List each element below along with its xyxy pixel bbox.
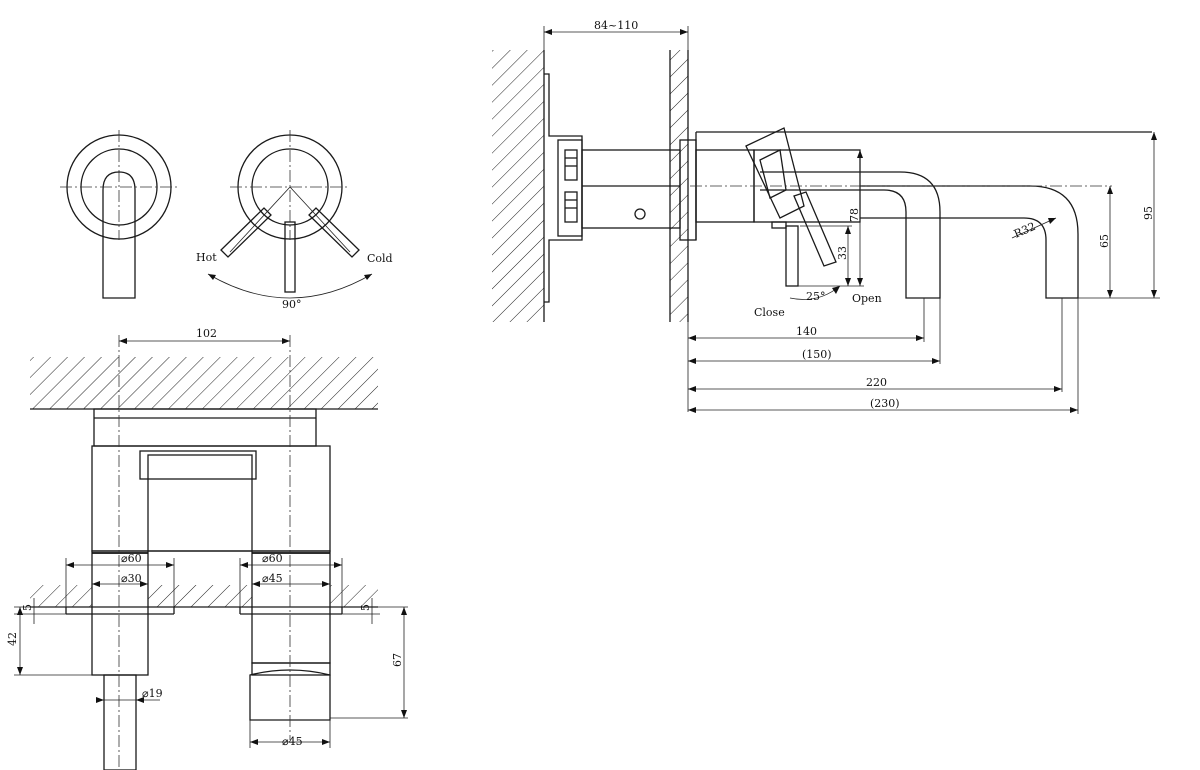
angle-label: 25°	[806, 290, 826, 303]
d60-left-label: ⌀60	[121, 552, 142, 565]
dim-42-label: 42	[6, 632, 19, 646]
dim-5-left-label: 5	[21, 604, 34, 611]
d19-label: ⌀19	[142, 687, 163, 700]
dim-150-label: (150)	[802, 348, 832, 361]
dim-67-label: 67	[391, 653, 404, 667]
open-label: Open	[852, 292, 882, 305]
dim-5-right-label: 5	[359, 604, 372, 611]
d45-top-label: ⌀45	[262, 572, 283, 585]
front-view-handle: Hot Cold 90°	[196, 130, 393, 311]
radius-label: R32	[1012, 220, 1038, 241]
dim-220-label: 220	[866, 376, 887, 389]
close-label: Close	[754, 306, 785, 319]
rotation-label: 90°	[282, 298, 302, 311]
wall-depth-label: 84~110	[594, 19, 638, 32]
cold-label: Cold	[367, 252, 393, 265]
plan-view: 102 ⌀60 ⌀30 ⌀60 ⌀45 ⌀19 ⌀45	[6, 327, 408, 770]
dim-78-label: 78	[848, 208, 861, 222]
dim-95-label: 95	[1142, 206, 1155, 220]
spacing-label: 102	[196, 327, 217, 340]
side-view: 84~110 78 33 65 95 R32 25° Close Open	[492, 19, 1160, 414]
dim-230-label: (230)	[870, 397, 900, 410]
dim-140-label: 140	[796, 325, 817, 338]
d45-bottom-label: ⌀45	[282, 735, 303, 748]
dim-33-label: 33	[836, 246, 849, 260]
hot-label: Hot	[196, 251, 217, 264]
front-view-spout	[60, 130, 178, 299]
dim-65-label: 65	[1098, 234, 1111, 248]
d30-label: ⌀30	[121, 572, 142, 585]
d60-right-label: ⌀60	[262, 552, 283, 565]
